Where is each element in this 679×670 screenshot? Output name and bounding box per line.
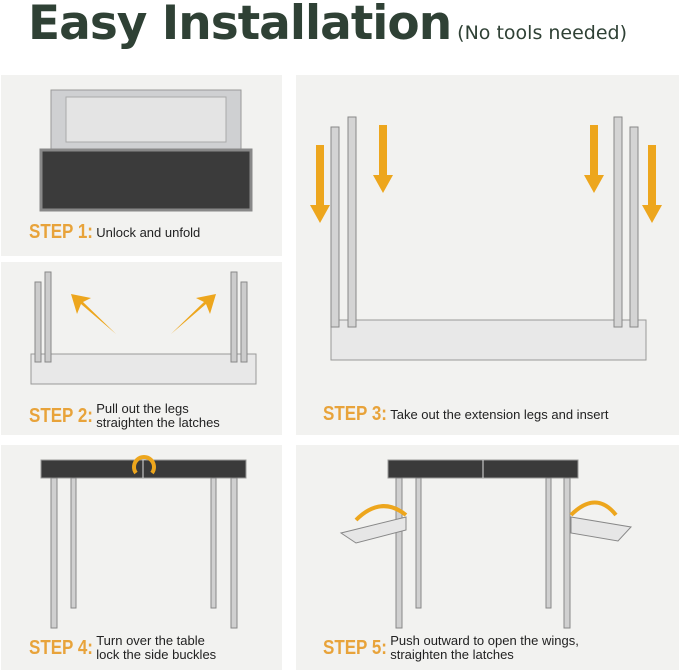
upright-table-illustration [40,455,247,629]
step-5-panel: STEP 5: Push outward to open the wings,s… [296,445,679,670]
subtitle-text: (No tools needed) [457,22,628,44]
step-label: STEP 3: [323,403,387,425]
step-label: STEP 2: [29,404,93,427]
step-5-caption: STEP 5: Push outward to open the wings,s… [323,634,579,662]
extension-legs-illustration [310,116,662,361]
step-description-line: Push outward to open the wings, [390,633,579,648]
step-description-line: straighten the latches [96,415,220,430]
step-1-panel: STEP 1: Unlock and unfold [1,75,282,256]
step-description: Unlock and unfold [96,224,201,240]
step-label: STEP 1: [29,221,93,243]
step-description: Take out the extension legs and insert [390,406,609,422]
page-title: Easy Installation(No tools needed) [28,0,627,51]
side-wings-illustration [339,459,632,629]
step-label: STEP 4: [29,636,93,659]
step-description-line: Pull out the legs [96,401,189,416]
step-description-line: Turn over the table [96,633,205,648]
step-label: STEP 5: [323,636,387,659]
step-description-line: lock the side buckles [96,647,217,662]
title-text: Easy Installation [28,0,452,51]
legs-out-illustration [30,271,257,385]
step-description-line: straighten the latches [390,647,514,662]
step-1-caption: STEP 1: Unlock and unfold [29,221,200,244]
step-3-panel: STEP 3: Take out the extension legs and … [296,75,679,435]
step-3-caption: STEP 3: Take out the extension legs and … [323,403,608,426]
folded-table-illustration [39,89,253,212]
